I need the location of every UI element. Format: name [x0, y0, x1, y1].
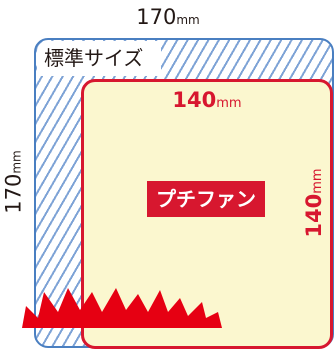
standard-width-value: 170: [136, 5, 177, 29]
starburst-icon: [22, 288, 222, 328]
product-name-badge: プチファン: [147, 181, 265, 217]
petit-width-dimension: 140mm: [81, 86, 333, 118]
petit-width-unit: mm: [216, 96, 242, 111]
standard-size-label: 標準サイズ: [44, 46, 144, 70]
size-comparison-figure: 170mm 170mm 標準サイズ 140mm 140mm プチファン: [0, 4, 336, 349]
petit-width-value: 140: [172, 88, 217, 112]
starburst-shape: [22, 288, 222, 328]
standard-label-background: [37, 41, 161, 76]
standard-width-dimension: 170mm: [0, 4, 336, 33]
standard-width-unit: mm: [176, 13, 200, 27]
